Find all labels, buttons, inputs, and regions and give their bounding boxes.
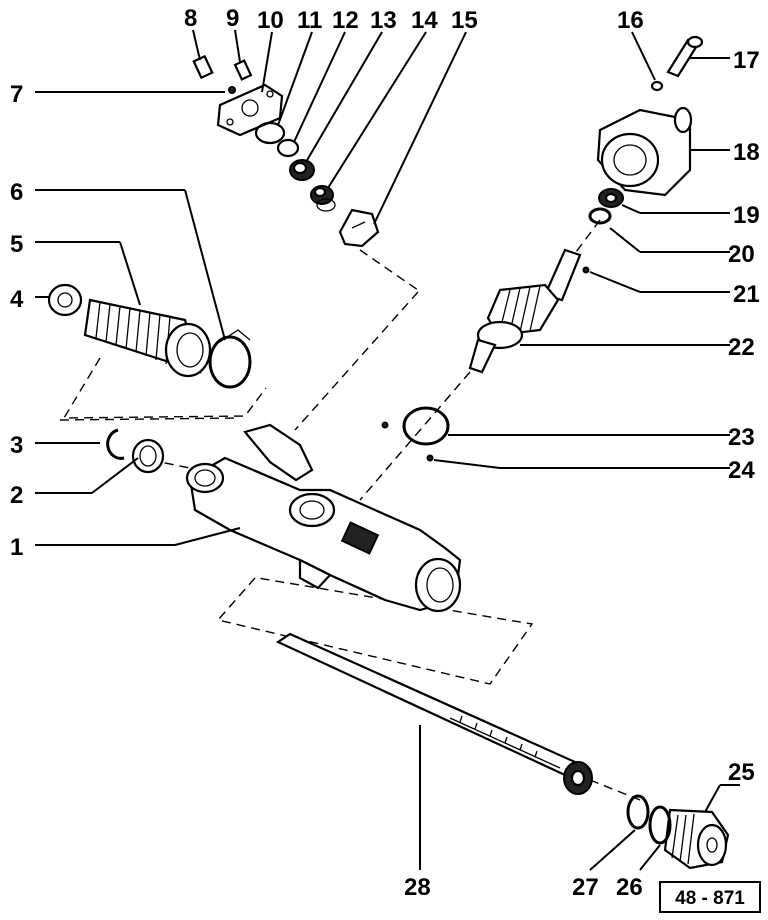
end-washer: [626, 794, 650, 830]
callout-24: 24: [728, 457, 755, 484]
callout-18: 18: [733, 139, 760, 166]
callout-28: 28: [404, 874, 431, 901]
callout-20: 20: [728, 241, 755, 268]
callout-3: 3: [10, 432, 23, 459]
callout-21: 21: [733, 281, 760, 308]
boot-seal: [47, 283, 83, 317]
callout-7: 7: [10, 81, 23, 108]
callout-6: 6: [10, 179, 23, 206]
pinion-housing: [596, 106, 693, 197]
callout-8: 8: [184, 5, 197, 32]
leader-lines: [35, 29, 740, 871]
cover-plate: [216, 83, 284, 137]
long-bolt: [666, 35, 704, 78]
callout-25: 25: [728, 759, 755, 786]
end-ring: [648, 805, 672, 845]
circlip: [106, 428, 125, 460]
steering-rack: [275, 632, 593, 795]
callout-14: 14: [411, 7, 438, 34]
callout-2: 2: [10, 482, 23, 509]
callout-5: 5: [10, 231, 23, 258]
callout-15: 15: [451, 7, 478, 34]
callout-numbers: 1 2 3 4 5 6 7 8 9 10 11 12 13 14 15 16 1…: [10, 5, 760, 901]
callout-26: 26: [616, 874, 643, 901]
o-ring-large: [402, 406, 450, 446]
small-screws: [192, 54, 253, 94]
pinion-seal: [598, 188, 624, 208]
callout-22: 22: [728, 334, 755, 361]
bellows-clamp: [208, 329, 252, 389]
callout-11: 11: [297, 7, 322, 34]
callout-9: 9: [226, 5, 239, 32]
callout-12: 12: [332, 7, 359, 34]
retaining-ring: [131, 438, 165, 474]
small-nut: [650, 80, 664, 92]
callout-10: 10: [257, 7, 284, 34]
o-ring-small: [254, 121, 286, 145]
bracket: [338, 208, 380, 248]
thrust-piece: [289, 159, 315, 181]
reference-number: 48 - 871: [675, 888, 745, 909]
washer: [276, 138, 300, 158]
steering-housing: [185, 423, 462, 613]
callout-13: 13: [370, 7, 397, 34]
callout-16: 16: [617, 7, 644, 34]
reference-box: 48 - 871: [659, 881, 761, 913]
pinion-washer: [588, 207, 612, 225]
pressure-spring: [310, 185, 336, 212]
rubber-bellows: [83, 298, 212, 378]
locating-pin: [381, 421, 434, 462]
callout-23: 23: [728, 424, 755, 451]
end-bush: [663, 808, 730, 870]
pin: [582, 266, 590, 274]
callout-19: 19: [733, 202, 760, 229]
callout-1: 1: [10, 534, 23, 561]
callout-27: 27: [572, 874, 599, 901]
callout-17: 17: [733, 47, 760, 74]
callout-4: 4: [10, 286, 24, 313]
pinion-shaft: [468, 248, 582, 374]
